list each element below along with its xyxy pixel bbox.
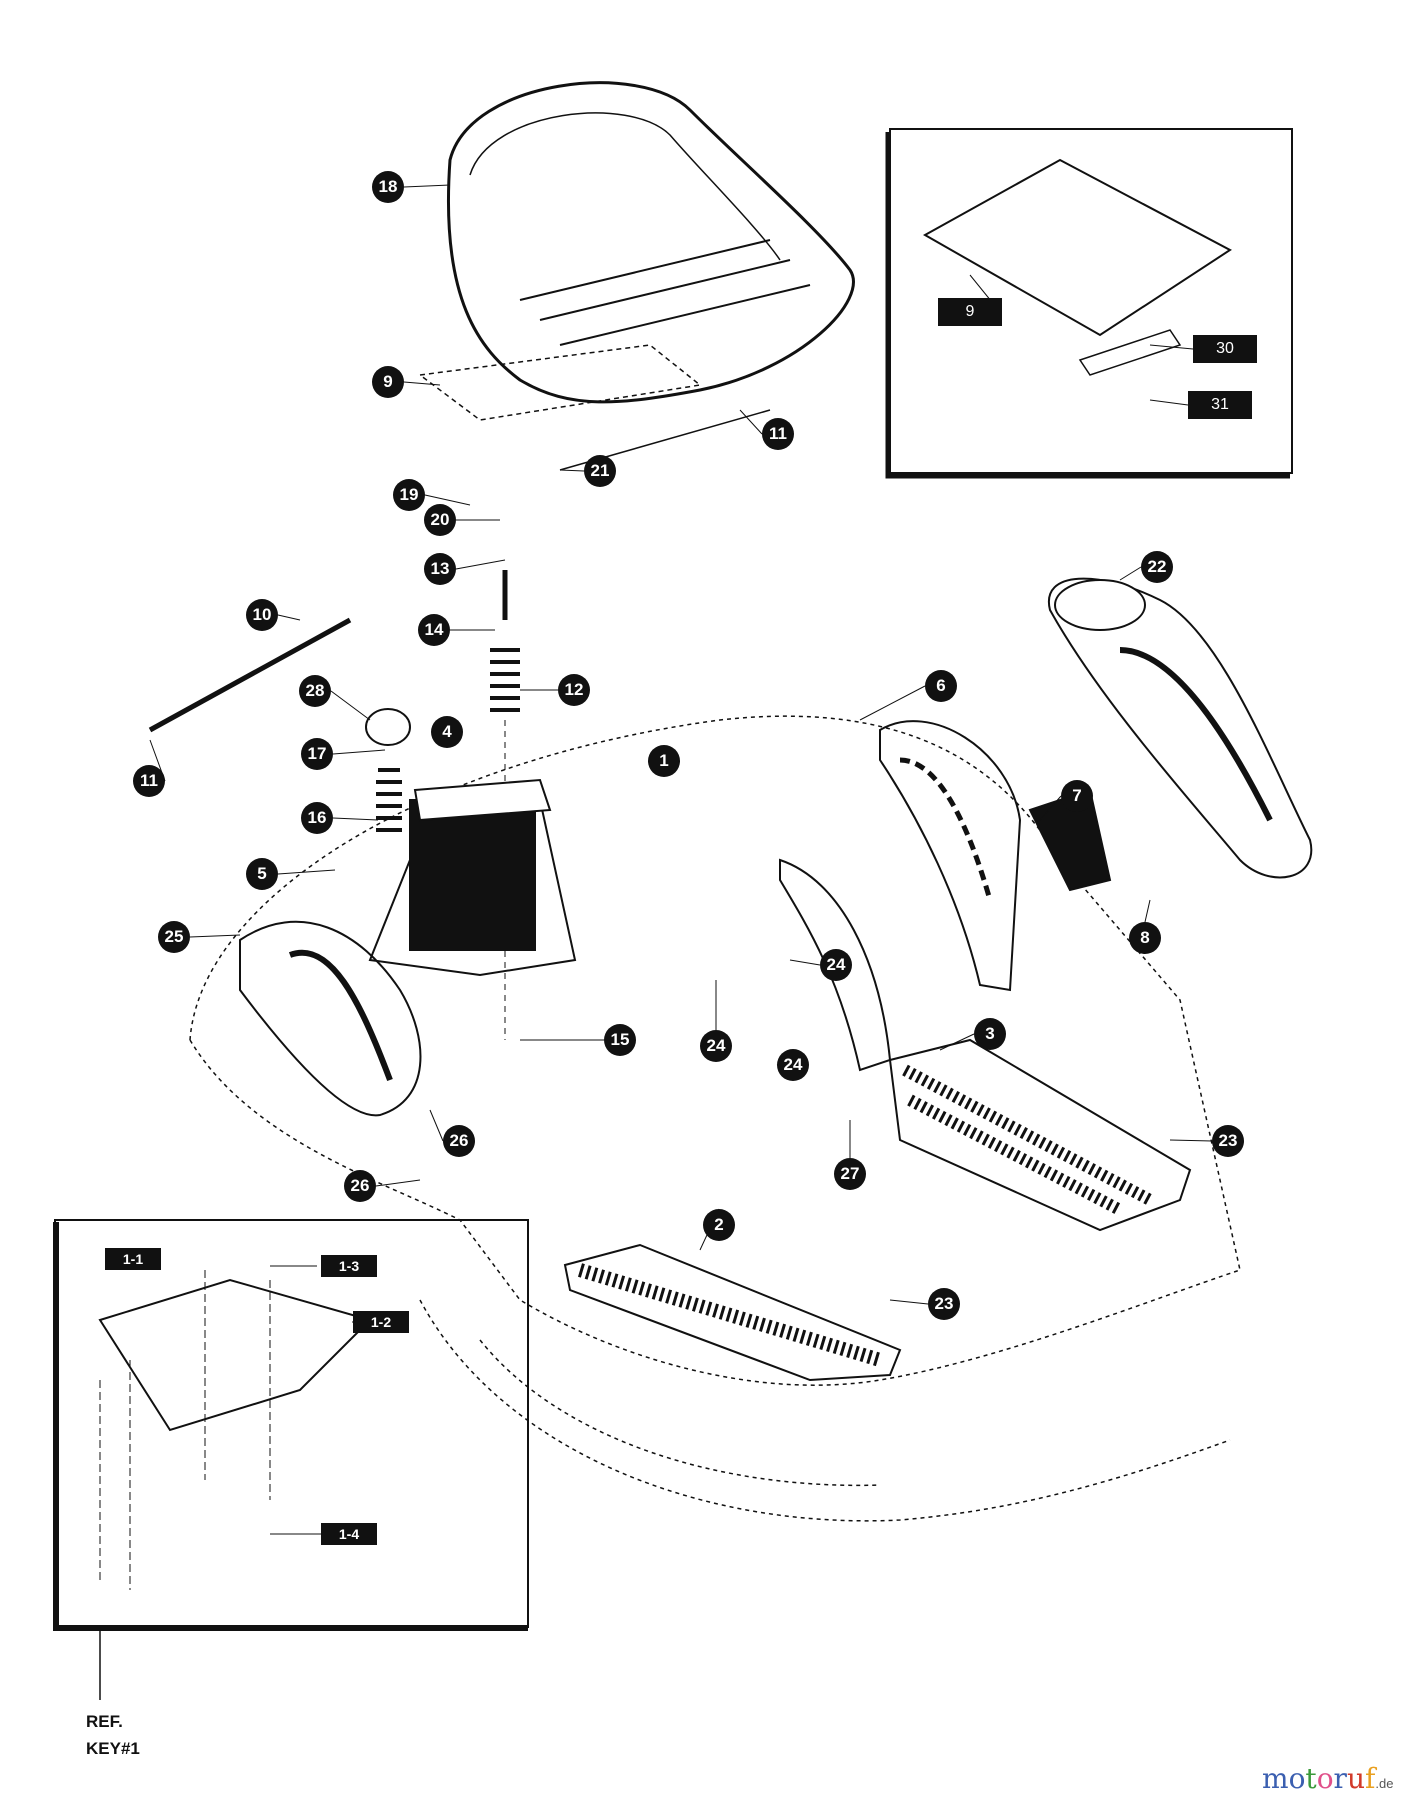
callout-24: 24 <box>700 1030 732 1062</box>
callout-23: 23 <box>1212 1125 1244 1157</box>
callout-8: 8 <box>1129 922 1161 954</box>
ref-key-label: REF. KEY#1 <box>86 1708 140 1762</box>
shift-plate <box>879 720 1022 992</box>
left-fender <box>239 920 422 1117</box>
callout-1: 1 <box>648 745 680 777</box>
watermark-logo: motoruf.de <box>1262 1762 1393 1795</box>
battery-cap <box>365 708 411 746</box>
leader-lines <box>149 184 1213 1535</box>
callout-7: 7 <box>1061 780 1093 812</box>
callout-2: 2 <box>703 1209 735 1241</box>
callout-16: 16 <box>301 802 333 834</box>
callout-13: 13 <box>424 553 456 585</box>
callout-4: 4 <box>431 716 463 748</box>
callout-12: 12 <box>558 674 590 706</box>
left-footplate <box>563 1243 902 1382</box>
callout-27: 27 <box>834 1158 866 1190</box>
watermark-letter: f <box>1364 1762 1376 1795</box>
rear-fender <box>779 858 892 1072</box>
callout-26: 26 <box>443 1125 475 1157</box>
seat <box>446 81 855 404</box>
ref-line-2: KEY#1 <box>86 1739 140 1758</box>
callout-24: 24 <box>777 1049 809 1081</box>
callout-26: 26 <box>344 1170 376 1202</box>
callout-3: 3 <box>974 1018 1006 1050</box>
right-footplate <box>888 1038 1192 1232</box>
inset-tag-9: 9 <box>938 298 1002 326</box>
callout-5: 5 <box>246 858 278 890</box>
callout-18: 18 <box>372 171 404 203</box>
inset-tag-1-3: 1-3 <box>321 1255 377 1277</box>
watermark-suffix: .de <box>1375 1776 1394 1791</box>
callout-20: 20 <box>424 504 456 536</box>
inset-tag-31: 31 <box>1188 391 1252 419</box>
callout-25: 25 <box>158 921 190 953</box>
callout-19: 19 <box>393 479 425 511</box>
watermark-letter: t <box>1305 1762 1317 1795</box>
callout-14: 14 <box>418 614 450 646</box>
watermark-text: motoruf <box>1262 1762 1375 1795</box>
seat-pan <box>418 344 702 421</box>
callout-17: 17 <box>301 738 333 770</box>
inset-tag-30: 30 <box>1193 335 1257 363</box>
battery-box <box>368 778 577 977</box>
seat-plate-detail <box>922 158 1232 337</box>
watermark-letter: r <box>1333 1762 1347 1795</box>
callout-24: 24 <box>820 949 852 981</box>
callout-11: 11 <box>762 418 794 450</box>
inset-ref-key1-frame <box>54 1219 529 1628</box>
ref-line-1: REF. <box>86 1712 123 1731</box>
watermark-letter: o <box>1288 1762 1306 1795</box>
callout-15: 15 <box>604 1024 636 1056</box>
callout-21: 21 <box>584 455 616 487</box>
inset-tag-1-4: 1-4 <box>321 1523 377 1545</box>
watermark-letter: m <box>1262 1762 1289 1795</box>
callout-6: 6 <box>925 670 957 702</box>
inset-tag-1-1: 1-1 <box>105 1248 161 1270</box>
callout-22: 22 <box>1141 551 1173 583</box>
watermark-letter: o <box>1316 1762 1334 1795</box>
callout-10: 10 <box>246 599 278 631</box>
watermark-letter: u <box>1346 1762 1365 1795</box>
callout-23: 23 <box>928 1288 960 1320</box>
callout-11: 11 <box>133 765 165 797</box>
callout-28: 28 <box>299 675 331 707</box>
callout-9: 9 <box>372 366 404 398</box>
inset-tag-1-2: 1-2 <box>353 1311 409 1333</box>
pivot-rod <box>148 617 352 733</box>
